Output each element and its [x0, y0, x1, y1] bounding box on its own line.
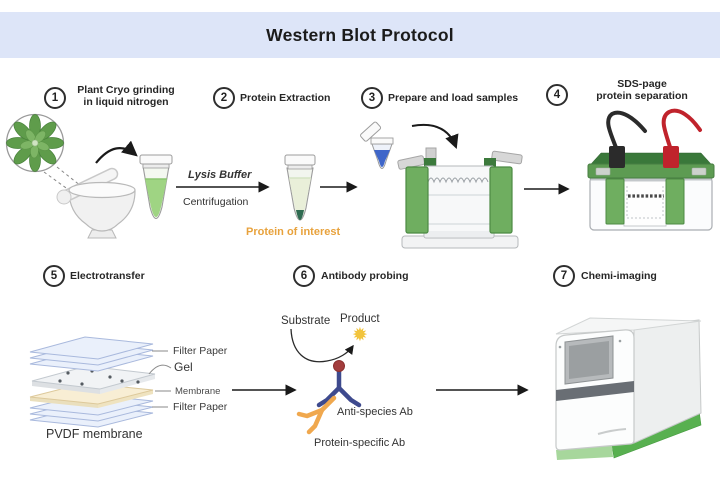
gel-label: Gel [174, 360, 193, 374]
step-2-heading: Protein Extraction [240, 92, 331, 104]
tank-lid-icon [587, 152, 715, 179]
curved-arrow-tube-to-tank [411, 124, 459, 149]
lysis-buffer-label: Lysis Buffer [188, 169, 252, 181]
curved-arrow-mortar-to-tube [95, 140, 138, 164]
step-7-badge: 7 [553, 265, 575, 287]
step-1-heading-line1: Plant Cryo grinding [77, 84, 175, 96]
page-title: Western Blot Protocol [266, 25, 454, 45]
secondary-antibody-icon [316, 368, 362, 408]
filter-paper-bottom-label: Filter Paper [173, 401, 228, 413]
step-5-badge: 5 [43, 265, 65, 287]
step-1-heading-line2: in liquid nitrogen [83, 96, 169, 108]
step-6-heading: Antibody probing [321, 270, 409, 282]
primary-antibody-icon [296, 395, 337, 435]
electrophoresis-tank-icon [589, 176, 713, 231]
centrifugation-label: Centrifugation [183, 196, 249, 208]
sample-tube-icon [360, 121, 394, 169]
title-bar [0, 12, 720, 58]
plant-icon [5, 113, 65, 173]
product-label: Product [340, 313, 380, 325]
gel-comb-wells [427, 177, 489, 184]
membrane-layer [29, 382, 154, 408]
step-1-heading: Plant Cryo grinding in liquid nitrogen [70, 84, 182, 108]
filter-paper-top-stack [29, 336, 154, 372]
pvdf-membrane-caption: PVDF membrane [46, 427, 143, 441]
anti-species-ab-label: Anti-species Ab [337, 406, 413, 418]
step-3-illustration [360, 121, 523, 249]
step-2-illustration [284, 154, 316, 221]
tube-pellet-icon [284, 154, 316, 221]
step-5-heading: Electrotransfer [70, 270, 145, 282]
imager-machine-icon [555, 317, 702, 460]
step-3-badge: 3 [361, 87, 383, 109]
product-star-icon: ✹ [352, 325, 368, 346]
protein-specific-ab-label: Protein-specific Ab [314, 437, 406, 449]
step-2-badge: 2 [213, 87, 235, 109]
step-6-badge: 6 [293, 265, 315, 287]
step-4-heading: SDS-page protein separation [572, 78, 712, 102]
substrate-to-product-arrow [290, 328, 354, 363]
step-7-heading: Chemi-imaging [581, 270, 657, 282]
gel-tank-icon [397, 147, 523, 249]
tube-green-icon [139, 154, 173, 220]
step-4-illustration [587, 108, 715, 231]
step-3-heading: Prepare and load samples [388, 92, 519, 104]
filter-paper-top-label: Filter Paper [173, 345, 228, 357]
substrate-label: Substrate [281, 315, 331, 327]
red-electrode-icon [661, 108, 702, 168]
step-5-illustration [29, 336, 172, 428]
black-electrode-icon [606, 110, 647, 168]
step-1-badge: 1 [44, 87, 66, 109]
gel-layer [31, 365, 156, 394]
protein-of-interest-label: Protein of interest [246, 226, 341, 238]
membrane-label: Membrane [175, 386, 221, 397]
imager-stripe [556, 381, 634, 401]
step-4-badge: 4 [546, 84, 568, 106]
step-7-illustration [555, 317, 702, 460]
label-ticks [148, 350, 172, 408]
step-1-illustration [5, 113, 173, 239]
protein-spots [58, 369, 140, 386]
step-4-heading-line2: protein separation [596, 90, 688, 102]
step-4-heading-line1: SDS-page [617, 78, 667, 90]
step-6-illustration [290, 328, 362, 435]
enzyme-icon [333, 360, 345, 372]
mortar-pestle-icon [56, 167, 136, 239]
